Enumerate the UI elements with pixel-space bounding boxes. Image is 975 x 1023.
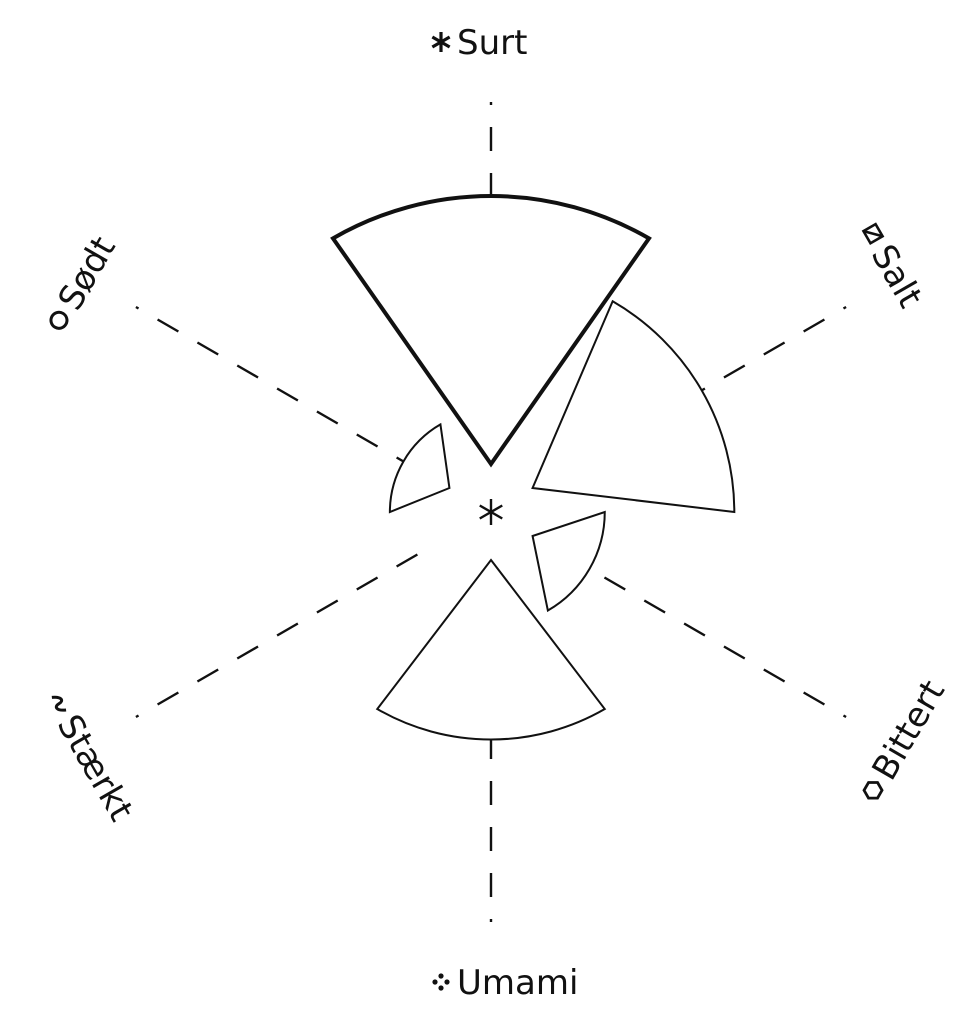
tilde-icon xyxy=(51,695,67,712)
axis-label-text: Salt xyxy=(863,238,930,314)
axis-label-salt: Salt xyxy=(861,222,930,315)
asterisk-icon xyxy=(431,32,451,52)
axis-label-text: Bittert xyxy=(865,674,953,787)
sector-salt xyxy=(531,299,736,514)
four-dots-icon xyxy=(432,973,450,991)
axis-label-text: Surt xyxy=(457,23,527,63)
hexagon-icon xyxy=(862,781,884,800)
axis-label-text: Umami xyxy=(457,963,578,1003)
value-sectors xyxy=(330,194,736,741)
sector-bittert xyxy=(531,510,606,613)
center-asterisk-icon xyxy=(479,499,503,525)
axis-line-s-dt xyxy=(135,305,418,471)
axis-label-surt: Surt xyxy=(431,23,527,63)
axis-label-s-dt: Sødt xyxy=(49,230,124,330)
sector-s-dt xyxy=(388,422,451,514)
axis-label-text: Sødt xyxy=(51,230,124,317)
axis-label-bittert: Bittert xyxy=(862,674,953,800)
axis-label-st-rkt: Stærkt xyxy=(49,695,141,828)
axis-line-st-rkt xyxy=(135,553,418,719)
square-slash-icon xyxy=(861,222,885,246)
sector-umami xyxy=(375,558,607,741)
sector-surt xyxy=(330,194,652,468)
circle-icon xyxy=(49,310,69,330)
axis-line-bittert xyxy=(564,553,847,719)
asterisk-icon xyxy=(479,499,503,525)
axis-label-umami: Umami xyxy=(432,963,578,1003)
axis-label-text: Stærkt xyxy=(49,708,141,828)
